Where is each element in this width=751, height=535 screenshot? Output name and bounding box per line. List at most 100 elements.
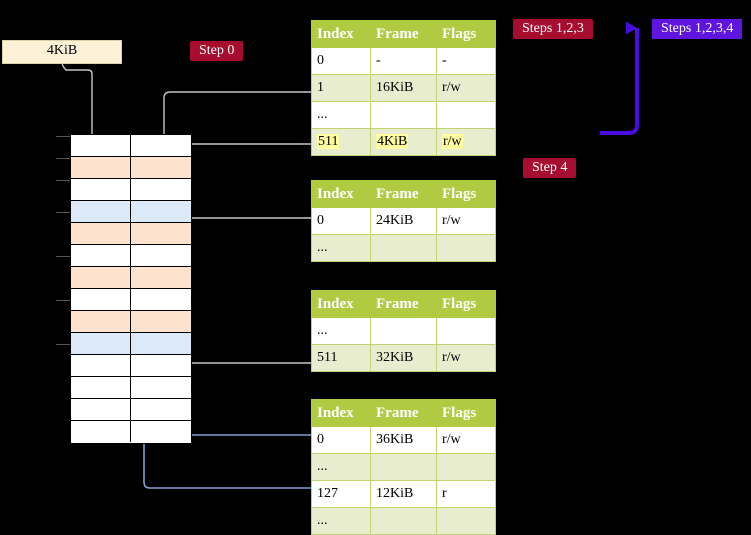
connector-table3-row511 [175, 314, 311, 364]
memory-row [71, 377, 191, 399]
cell-flags: r/w [436, 207, 496, 235]
cell-index: ... [311, 234, 371, 262]
memory-row [71, 135, 191, 157]
table-row: ... [311, 507, 496, 535]
cell-frame [370, 101, 437, 129]
column-header-index: Index [311, 20, 371, 48]
table-row: ... [311, 234, 496, 262]
table-row: 0-- [311, 47, 496, 75]
badge-step-4: Step 4 [523, 158, 577, 178]
cell-index: 0 [311, 426, 371, 454]
column-header-flags: Flags [436, 20, 496, 48]
memory-row [71, 289, 191, 311]
column-header-frame: Frame [370, 290, 437, 318]
column-header-flags: Flags [436, 399, 496, 427]
cell-frame [370, 507, 437, 535]
memory-row [71, 333, 191, 355]
cell-frame: 32KiB [370, 344, 437, 372]
cell-flags: r/w [436, 74, 496, 102]
cell-frame: 36KiB [370, 426, 437, 454]
memory-tick-mark [56, 158, 70, 159]
connector-table2-row24kib [181, 217, 311, 244]
cell-flags: r [436, 480, 496, 508]
cell-frame [370, 317, 437, 345]
cell-flags: r/w [436, 426, 496, 454]
memory-tick-mark [56, 344, 70, 345]
cell-index: 511 [311, 128, 371, 156]
memory-row [71, 421, 191, 443]
cell-frame: - [370, 47, 437, 75]
column-header-index: Index [311, 180, 371, 208]
memory-row [71, 311, 191, 333]
cell-index: ... [311, 453, 371, 481]
cell-frame [370, 234, 437, 262]
table-row: ... [311, 317, 496, 345]
cell-index: ... [311, 101, 371, 129]
memory-grid-column-divider [130, 134, 131, 442]
cell-frame [370, 453, 437, 481]
memory-tick-mark [56, 180, 70, 181]
column-header-flags: Flags [436, 180, 496, 208]
memory-tick-mark [56, 212, 70, 213]
highlighted-value: 511 [317, 134, 340, 149]
connector-table1-row511 [175, 143, 311, 156]
cell-index: ... [311, 317, 371, 345]
cell-frame: 4KiB [370, 128, 437, 156]
memory-row [71, 223, 191, 245]
badge-step-0: Step 0 [190, 41, 244, 61]
cell-frame: 12KiB [370, 480, 437, 508]
badge-steps-1234: Steps 1,2,3,4 [652, 19, 743, 39]
memory-row [71, 201, 191, 223]
cell-index: ... [311, 507, 371, 535]
memory-row [71, 267, 191, 289]
memory-row [71, 157, 191, 179]
column-header-frame: Frame [370, 399, 437, 427]
connector-steps-loop-arrow [600, 21, 639, 135]
memory-tick-mark [56, 300, 70, 301]
column-header-index: Index [311, 290, 371, 318]
cell-flags [436, 507, 496, 535]
cell-index: 0 [311, 207, 371, 235]
highlighted-value: r/w [442, 134, 463, 149]
highlighted-value: 4KiB [376, 134, 409, 149]
table-row: 511 4KiB r/w [311, 128, 496, 156]
column-header-index: Index [311, 399, 371, 427]
table-row: ... [311, 453, 496, 481]
memory-row [71, 245, 191, 267]
cell-flags [436, 317, 496, 345]
table-row: ... [311, 101, 496, 129]
cell-flags [436, 234, 496, 262]
size-box-4kib: 4KiB [2, 40, 122, 64]
cell-frame: 16KiB [370, 74, 437, 102]
memory-grid [70, 134, 192, 444]
column-header-frame: Frame [370, 180, 437, 208]
cell-flags [436, 453, 496, 481]
cell-flags: r/w [436, 344, 496, 372]
cell-flags [436, 101, 496, 129]
column-header-flags: Flags [436, 290, 496, 318]
cell-flags: - [436, 47, 496, 75]
memory-tick-mark [56, 256, 70, 257]
cell-index: 0 [311, 47, 371, 75]
column-header-frame: Frame [370, 20, 437, 48]
badge-steps-123: Steps 1,2,3 [513, 19, 593, 39]
memory-row [71, 355, 191, 377]
cell-index: 511 [311, 344, 371, 372]
cell-index: 127 [311, 480, 371, 508]
memory-tick-mark [56, 136, 70, 137]
memory-row [71, 179, 191, 201]
memory-row [71, 399, 191, 421]
